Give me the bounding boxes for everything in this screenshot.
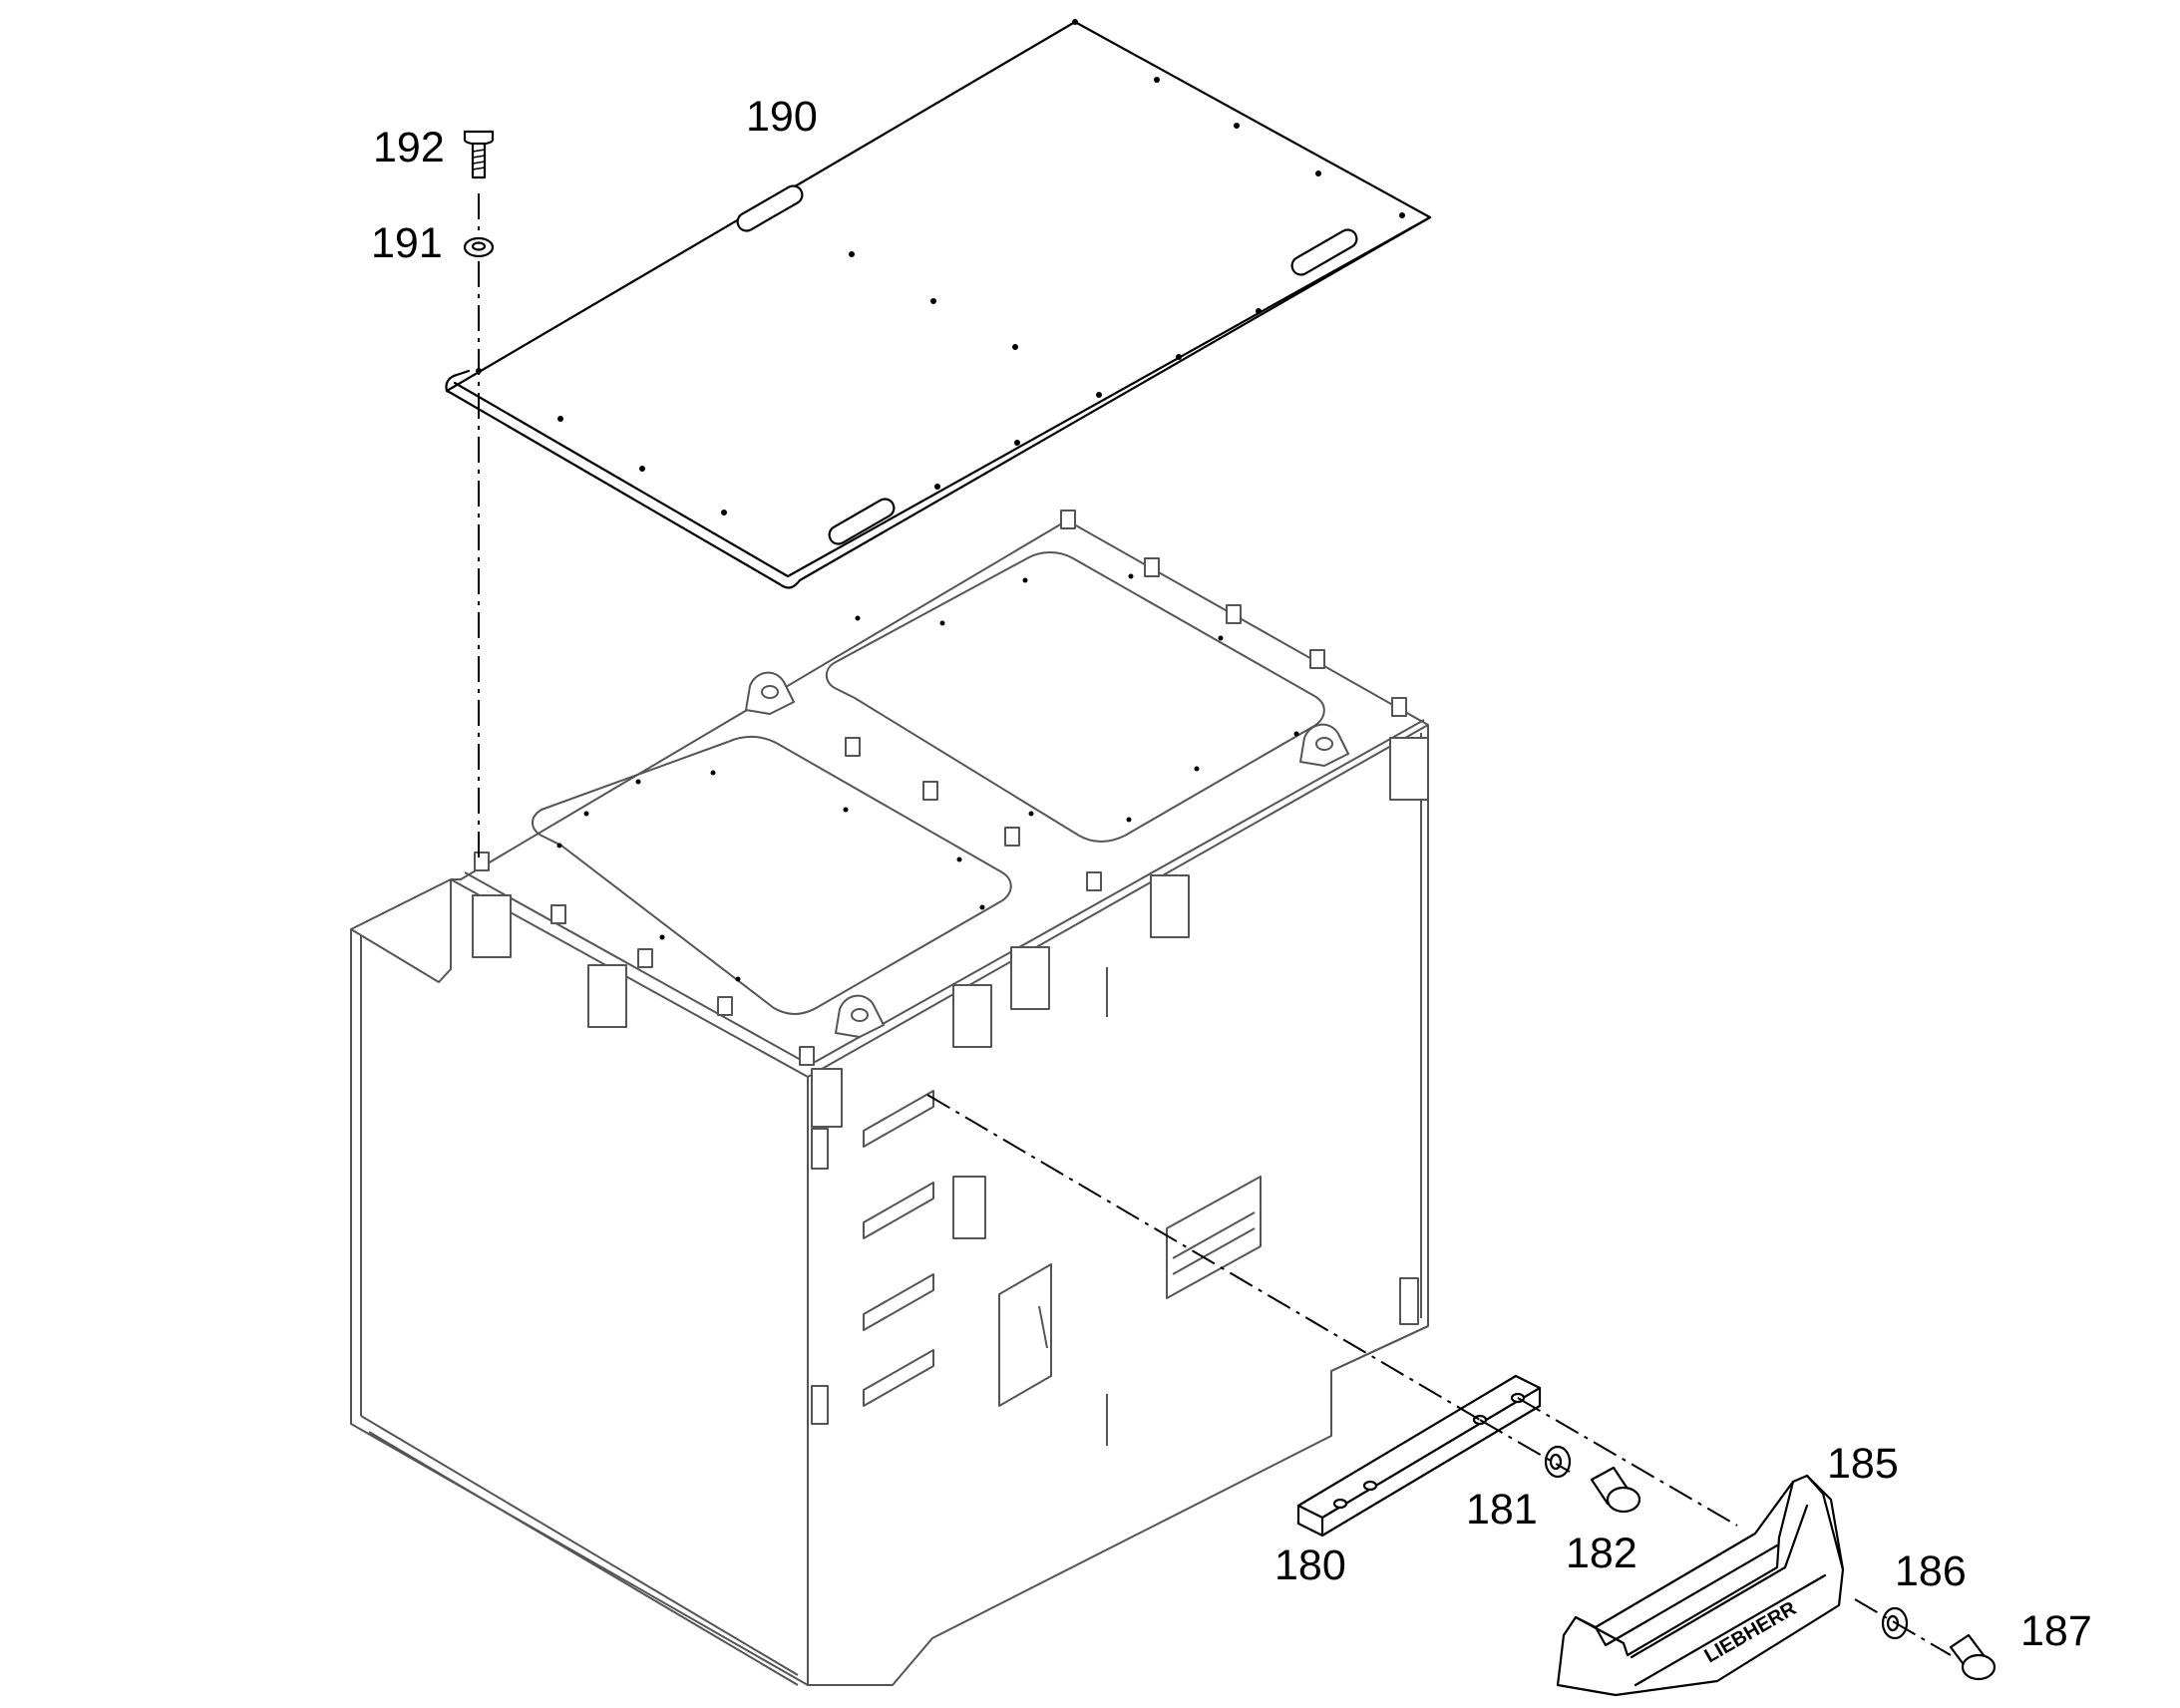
assembly-line-handle (1517, 1397, 1738, 1527)
top-panel-holes (556, 573, 1299, 982)
mounting-pads (472, 737, 1429, 1425)
bolt-192 (463, 130, 495, 179)
cover-holes (476, 19, 1405, 515)
cabinet-body (350, 510, 1429, 1686)
callout-180: 180 (1274, 1541, 1346, 1589)
callout-187: 187 (2020, 1607, 2092, 1655)
callout-181: 181 (1466, 1486, 1538, 1534)
assembly-line-washer (1479, 1419, 1571, 1473)
handle-185: LIEBHERR (1556, 1474, 1845, 1697)
washer-191 (463, 236, 495, 258)
bolt-182 (1590, 1466, 1641, 1514)
top-cover-plate (445, 19, 1432, 589)
assembly-line-handle-bolt (1854, 1598, 1952, 1656)
lifting-lugs (745, 671, 1349, 1038)
bolt-187 (1949, 1633, 1997, 1681)
washer-181 (1544, 1445, 1572, 1479)
callout-192: 192 (373, 124, 445, 171)
assembly-line-bar (926, 1094, 1481, 1421)
callout-191: 191 (371, 219, 443, 267)
front-slots (863, 967, 1262, 1446)
bar-180 (1296, 1374, 1542, 1537)
callout-185: 185 (1827, 1440, 1899, 1488)
callout-190: 190 (746, 93, 818, 141)
callout-182: 182 (1566, 1530, 1637, 1577)
callout-186: 186 (1895, 1547, 1967, 1595)
